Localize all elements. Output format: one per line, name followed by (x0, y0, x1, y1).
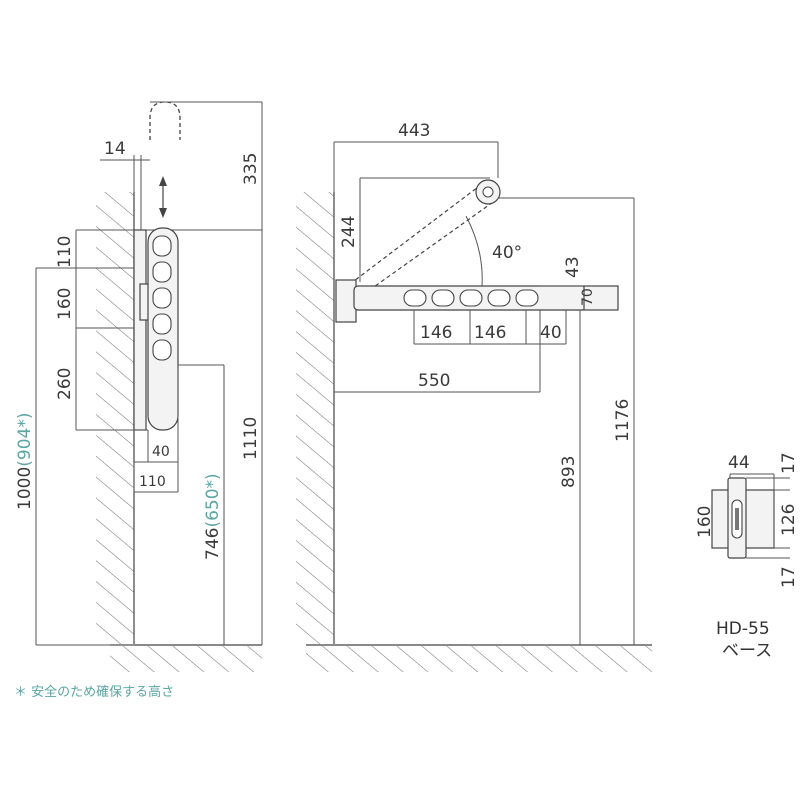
dim-14: 14 (104, 139, 126, 159)
center-wall-hatch (296, 192, 334, 644)
dim-260: 260 (55, 368, 75, 400)
left-view: 14 335 110 160 260 1000(904*) (15, 101, 263, 672)
dim-746-alt: (650*) (203, 473, 223, 527)
dim-40-center: 40 (540, 323, 562, 343)
dim-44: 44 (728, 453, 750, 473)
dim-160: 160 (55, 288, 75, 320)
dim-1000-alt: (904*) (15, 413, 35, 467)
base-view: 44 17 126 17 160 HD-55 ベース (695, 452, 799, 661)
dim-70: 70 (580, 288, 596, 306)
horizontal-arm-holes (403, 289, 539, 307)
left-bracket (133, 229, 147, 431)
dim-1000: 1000(904*) (15, 413, 35, 510)
center-floor-hatch (306, 646, 652, 672)
left-floor-hatch (110, 646, 262, 672)
wall-base-block (335, 279, 357, 323)
dim-146-a: 146 (420, 323, 452, 343)
angle-40: 40° (492, 243, 522, 263)
center-view: 443 244 40° 43 70 (296, 121, 652, 672)
dim-126: 126 (779, 504, 799, 536)
dim-17-bottom: 17 (779, 566, 799, 588)
dim-244: 244 (339, 216, 359, 248)
raised-arm-dashed (149, 101, 181, 140)
model-sub: ベース (722, 641, 772, 661)
left-arm-holes (152, 235, 172, 361)
dim-443: 443 (398, 121, 430, 141)
dim-1110: 1110 (241, 417, 261, 460)
dim-17-top: 17 (779, 452, 799, 474)
dim-43: 43 (563, 256, 583, 278)
dim-160-base: 160 (695, 506, 715, 538)
dim-550: 550 (418, 371, 450, 391)
dim-110-top: 110 (55, 236, 75, 268)
model-name: HD-55 (716, 619, 770, 639)
dim-1176: 1176 (613, 399, 633, 442)
dim-110-bottom: 110 (139, 474, 166, 490)
dim-146-b: 146 (474, 323, 506, 343)
base-slot-inner (735, 508, 739, 530)
raised-arm-angled (349, 179, 501, 295)
left-wall-hatch (96, 192, 134, 644)
arm-end (583, 285, 619, 311)
dim-40-left: 40 (152, 444, 170, 460)
footnote: ＊ 安全のため確保する高さ (14, 684, 174, 700)
dim-746: 746(650*) (203, 473, 223, 560)
dim-893: 893 (559, 456, 579, 488)
dim-335: 335 (241, 153, 261, 185)
